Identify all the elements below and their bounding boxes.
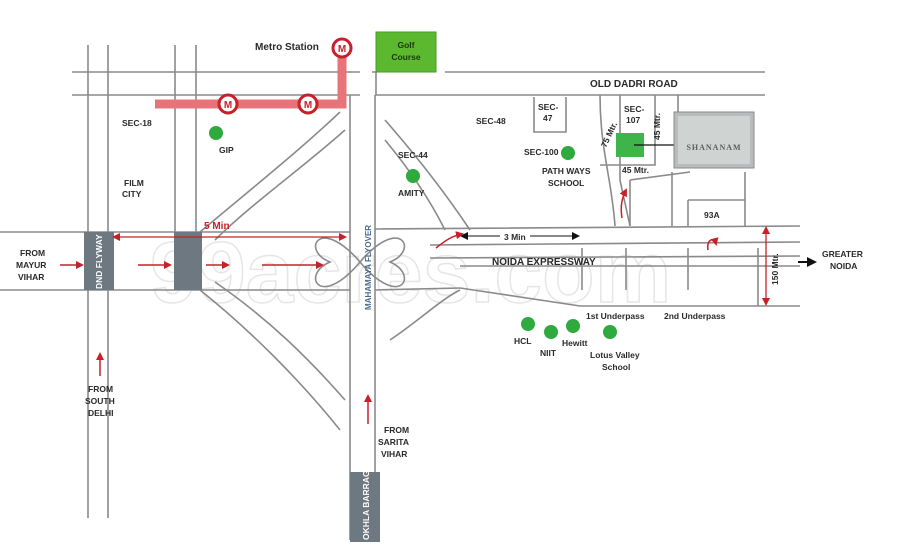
dnd-flyway-label: DND FLYWAY (94, 234, 104, 289)
direction-arrow-icon (435, 231, 464, 249)
amity-dot-icon (406, 169, 420, 183)
hewitt-label: Hewitt (562, 338, 588, 348)
hcl-label: HCL (514, 336, 531, 346)
okhla-barrage-label: OKHLA BARRAGE (361, 464, 371, 540)
metro-icon: M (331, 37, 353, 59)
dnd-flyway-box (84, 232, 114, 290)
old-dadri-road-label: OLD DADRI ROAD (590, 79, 678, 90)
sec-44-label: SEC-44 (398, 150, 428, 160)
pathways-dot-icon (561, 146, 575, 160)
metro-line (155, 48, 347, 109)
sec-107-label: SEC-107 (624, 104, 644, 125)
niit-label: NIIT (540, 348, 557, 358)
sec-18-label: SEC-18 (122, 118, 152, 128)
direction-arrow-icon (619, 188, 627, 219)
gip-dot-icon (209, 126, 223, 140)
niit-dot-icon (544, 325, 558, 339)
metro-station-label: Metro Station (255, 42, 319, 53)
road-45-horizontal-label: 45 Mtr. (622, 165, 649, 175)
metro-icon: M (217, 93, 239, 115)
sec-47-label: SEC-47 (538, 102, 558, 123)
sec-48-label: SEC-48 (476, 116, 506, 126)
metro-marker-letter: M (224, 100, 232, 111)
gip-label: GIP (219, 145, 234, 155)
amity-label: AMITY (398, 188, 425, 198)
hcl-dot-icon (521, 317, 535, 331)
lotus-valley-dot-icon (603, 325, 617, 339)
mahamaya-flyover-label: MAHAMAYA FLYOVER (364, 225, 373, 310)
five-min-label: 5 Min (204, 221, 230, 232)
road-45-vertical-label: 45 Mtr. (652, 113, 662, 140)
sec-93a-label: 93A (704, 210, 720, 220)
metro-icon: M (297, 93, 319, 115)
three-min-label: 3 Min (504, 232, 526, 242)
road-150-label: 150 Mtr. (770, 253, 780, 285)
sec-100-label: SEC-100 (524, 147, 559, 157)
hewitt-dot-icon (566, 319, 580, 333)
noida-expressway-label: NOIDA EXPRESSWAY (492, 257, 596, 268)
metro-marker-letter: M (338, 44, 346, 55)
okhla-barrage-box (350, 472, 380, 542)
project-logo-text: SHANANAM (686, 143, 741, 152)
toll-box (174, 232, 202, 290)
metro-marker-letter: M (304, 100, 312, 111)
u-turn-arrow-icon (706, 237, 719, 251)
second-underpass-label: 2nd Underpass (664, 311, 726, 321)
project-logo: SHANANAM (673, 111, 755, 169)
first-underpass-label: 1st Underpass (586, 311, 645, 321)
